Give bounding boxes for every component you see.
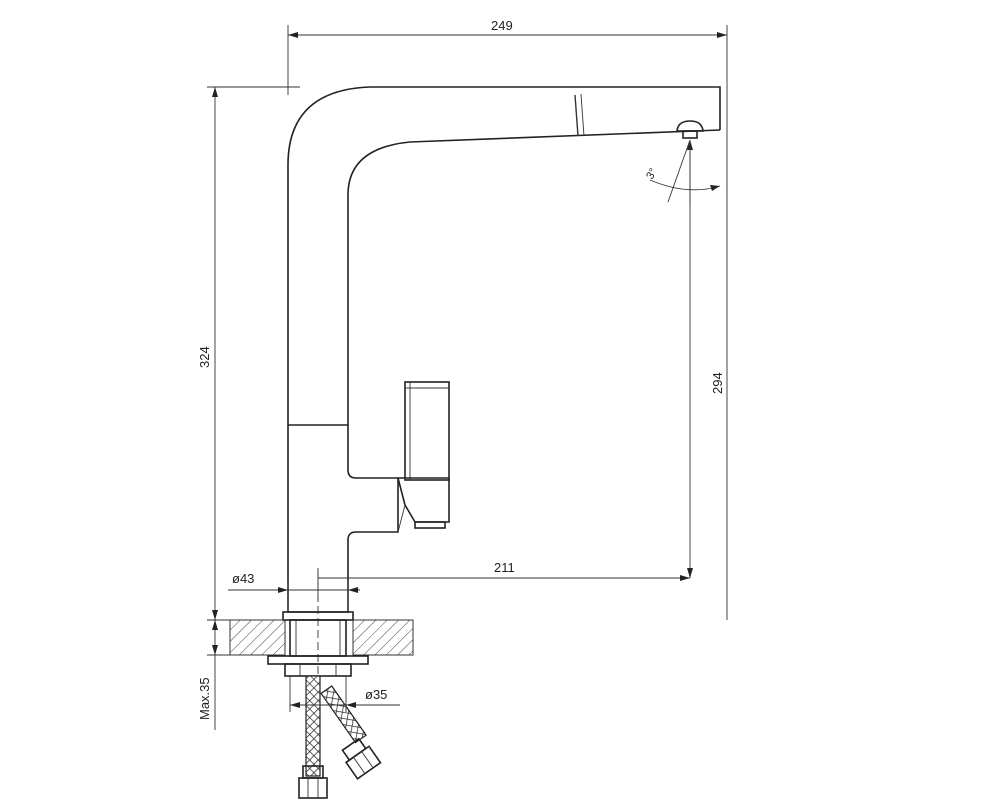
dim-max-thickness: Max.35 <box>197 677 212 720</box>
spout-inner <box>347 129 721 425</box>
dimension-lines <box>207 25 728 730</box>
spout-outer <box>287 86 721 425</box>
supply-hoses <box>298 675 382 799</box>
hose-right <box>320 685 367 744</box>
body-column <box>287 424 399 613</box>
dim-swivel-reach: 211 <box>494 560 515 575</box>
pullout-joint <box>574 94 579 137</box>
dim-spout-angle: 3° <box>644 166 660 181</box>
lever-handle <box>396 381 450 533</box>
dim-hole-diameter: ø35 <box>365 687 387 702</box>
hose-nut-left <box>298 765 328 799</box>
dim-spout-reach: 249 <box>491 18 513 33</box>
hose-nut-right <box>341 737 382 780</box>
dim-total-height: 324 <box>197 346 212 368</box>
aerator <box>676 120 704 132</box>
dim-spout-height: 294 <box>710 372 725 394</box>
countertop-section <box>229 619 414 677</box>
dim-body-diameter: ø43 <box>232 571 254 586</box>
hose-left <box>305 675 321 777</box>
faucet-outline <box>282 86 721 680</box>
